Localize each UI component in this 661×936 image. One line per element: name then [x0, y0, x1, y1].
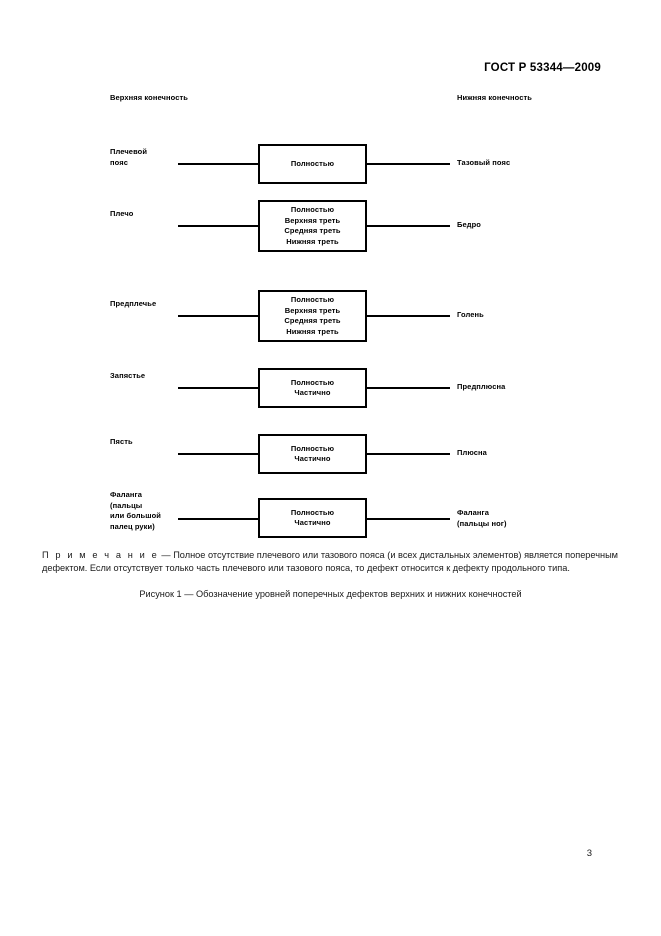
- row-right-label: Голень: [457, 310, 484, 319]
- figure-caption: Рисунок 1 — Обозначение уровней поперечн…: [139, 589, 522, 599]
- connector-line-right: [367, 315, 450, 317]
- diagram-row: Фаланга (пальцы или большой палец руки) …: [0, 486, 661, 546]
- row-left-label: Плечо: [110, 209, 134, 218]
- row-left-label: Запястье: [110, 371, 146, 380]
- level-box: Полностью: [258, 144, 367, 184]
- connector-line-left: [178, 453, 258, 455]
- row-right-label: Фаланга (пальцы ног): [457, 508, 507, 528]
- box-line: Нижняя треть: [286, 326, 339, 336]
- row-right-label: Тазовый пояс: [457, 158, 511, 167]
- level-box: Полностью Частично: [258, 368, 367, 408]
- note-paragraph: П р и м е ч а н и е — Полное отсутствие …: [42, 549, 618, 575]
- box-line: Полностью: [290, 443, 335, 453]
- box-line: Полностью: [290, 158, 335, 168]
- row-left-label: Пясть: [110, 437, 133, 446]
- level-box: Полностью Верхняя треть Средняя треть Ни…: [258, 200, 367, 252]
- row-left-label: Плечевой пояс: [110, 147, 148, 167]
- connector-line-left: [178, 387, 258, 389]
- box-line: Полностью: [290, 205, 335, 214]
- connector-line-right: [367, 387, 450, 389]
- connector-line-right: [367, 518, 450, 520]
- box-line: Нижняя треть: [286, 236, 339, 246]
- connector-line-right: [367, 225, 450, 227]
- connector-line-right: [367, 163, 450, 165]
- diagram-row: Плечо Полностью Верхняя треть Средняя тр…: [0, 188, 661, 260]
- note-label: П р и м е ч а н и е: [42, 550, 159, 560]
- row-left-label: Фаланга (пальцы или большой палец руки): [110, 490, 162, 531]
- box-line: Средняя треть: [284, 226, 341, 235]
- diagram-row: Запястье Полностью Частично Предплюсна: [0, 356, 661, 416]
- box-line: Верхняя треть: [284, 305, 341, 315]
- row-right-label: Плюсна: [457, 448, 487, 457]
- box-line: Полностью: [290, 295, 335, 304]
- box-line: Полностью: [290, 377, 335, 387]
- box-line: Полностью: [290, 507, 335, 517]
- page-number: 3: [586, 848, 592, 859]
- connector-line-right: [367, 453, 450, 455]
- connector-line-left: [178, 518, 258, 520]
- column-heading-lower-limb: Нижняя конечность: [457, 93, 532, 102]
- level-box: Полностью Частично: [258, 498, 367, 538]
- row-right-label: Бедро: [457, 220, 481, 229]
- box-line: Верхняя треть: [284, 215, 341, 225]
- connector-line-left: [178, 315, 258, 317]
- box-line: Частично: [294, 518, 331, 527]
- diagram-row: Пясть Полностью Частично Плюсна: [0, 422, 661, 482]
- note-body: — Полное отсутствие плечевого или тазово…: [42, 550, 618, 574]
- level-box: Полностью Верхняя треть Средняя треть Ни…: [258, 290, 367, 342]
- diagram-row: Предплечье Полностью Верхняя треть Средн…: [0, 278, 661, 350]
- row-left-label: Предплечье: [110, 299, 157, 308]
- diagram-row: Плечевой пояс Полностью Тазовый пояс: [0, 110, 661, 184]
- figure-1-diagram: Верхняя конечность Нижняя конечность Пле…: [0, 88, 661, 558]
- connector-line-left: [178, 163, 258, 165]
- box-line: Частично: [294, 454, 331, 463]
- row-right-label: Предплюсна: [457, 382, 506, 391]
- level-box: Полностью Частично: [258, 434, 367, 474]
- column-heading-upper-limb: Верхняя конечность: [110, 93, 188, 102]
- box-line: Средняя треть: [284, 316, 341, 325]
- box-line: Частично: [294, 388, 331, 397]
- connector-line-left: [178, 225, 258, 227]
- standard-number-header: ГОСТ Р 53344—2009: [484, 62, 601, 74]
